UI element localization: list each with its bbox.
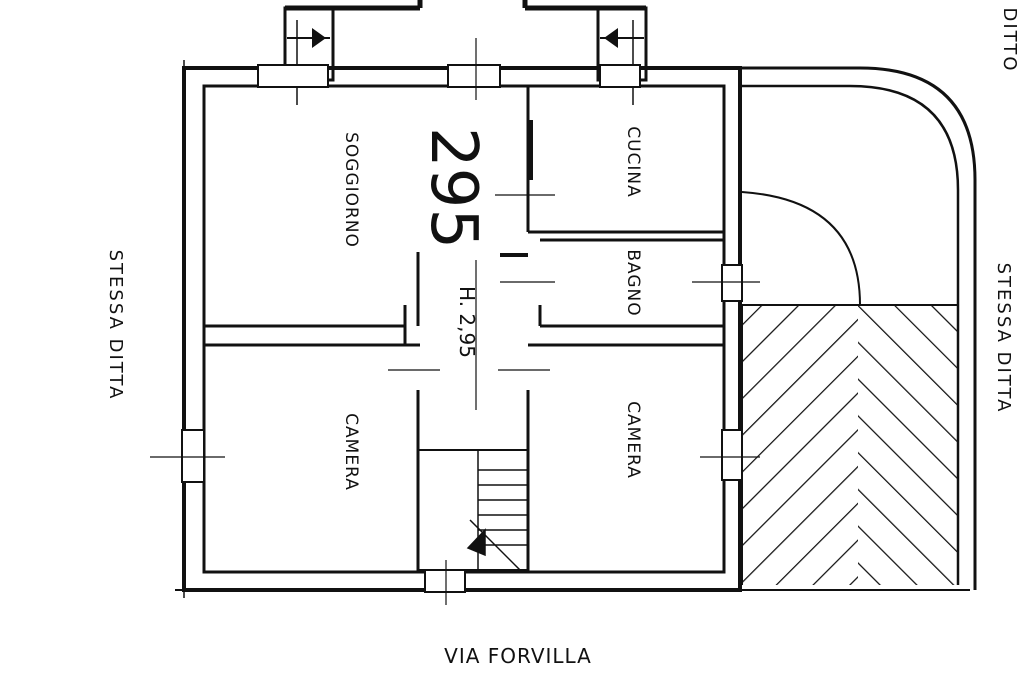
- room-label-camera-left: CAMERA: [341, 413, 361, 491]
- room-label-bagno: BAGNO: [623, 249, 643, 316]
- entrance-arrows: [312, 28, 618, 48]
- height-label: H. 2,95: [455, 286, 479, 358]
- left-side-label: STESSA DITTA: [105, 250, 126, 401]
- outdoor-area: [740, 66, 977, 590]
- room-label-camera-right: CAMERA: [623, 401, 643, 479]
- top-right-fragment-label: DITTO: [999, 7, 1020, 72]
- plan-number: 295: [416, 127, 490, 249]
- room-label-soggiorno: SOGGIORNO: [341, 132, 361, 248]
- right-side-label: STESSA DITTA: [993, 263, 1014, 414]
- street-label: VIA FORVILLA: [444, 644, 592, 668]
- windows: [181, 64, 743, 593]
- room-label-cucina: CUCINA: [623, 126, 643, 198]
- staircase: [417, 449, 529, 571]
- axis-lines: [150, 38, 760, 605]
- top-entrances: [283, 0, 648, 105]
